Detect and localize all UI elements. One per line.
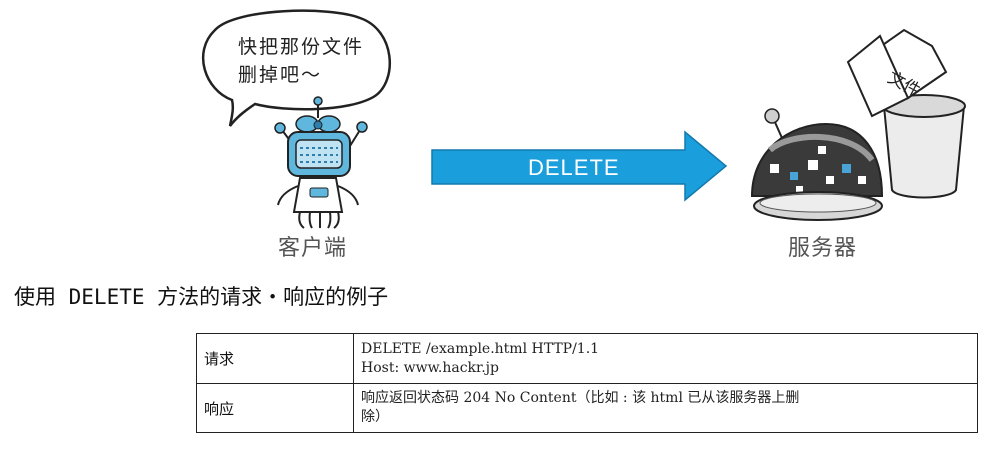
request-line-1: DELETE /example.html HTTP/1.1: [361, 340, 600, 357]
row-value-request: DELETE /example.html HTTP/1.1 Host: www.…: [353, 333, 978, 384]
bubble-text-line2: 删掉吧～: [238, 64, 323, 86]
client-label: 客户端: [278, 236, 348, 261]
request-line-2: Host: www.hackr.jp: [361, 359, 499, 376]
table-row-request: 请求 DELETE /example.html HTTP/1.1 Host: w…: [196, 333, 978, 384]
client-robot: [274, 96, 368, 229]
illustration-canvas: [201, 9, 966, 229]
table-row-response: 响应 响应返回状态码 204 No Content（比如 : 该 html 已从…: [196, 383, 978, 433]
row-key-request: 请求: [196, 333, 354, 384]
section-title: 使用 DELETE 方法的请求・响应的例子: [14, 285, 389, 309]
speech-bubble: [201, 9, 391, 127]
bubble-text-line1: 快把那份文件: [238, 36, 365, 58]
row-value-response: 响应返回状态码 204 No Content（比如 : 该 html 已从该服务…: [353, 383, 978, 433]
arrow-label: DELETE: [528, 155, 620, 180]
server-label: 服务器: [788, 236, 858, 261]
response-line-1: 响应返回状态码 204 No Content（比如 : 该 html 已从该服务…: [361, 390, 800, 406]
row-key-response: 响应: [196, 383, 354, 433]
delete-method-illustration: 快把那份文件 删掉吧～ DELETE 文件 客户端 服务器: [201, 9, 966, 261]
server-robot: [750, 108, 884, 221]
delete-arrow: [431, 130, 728, 202]
file-document-icon: [846, 28, 948, 118]
trash-bin: [882, 94, 966, 199]
request-response-table: 请求 DELETE /example.html HTTP/1.1 Host: w…: [196, 333, 978, 433]
response-line-2: 除）: [361, 409, 389, 425]
